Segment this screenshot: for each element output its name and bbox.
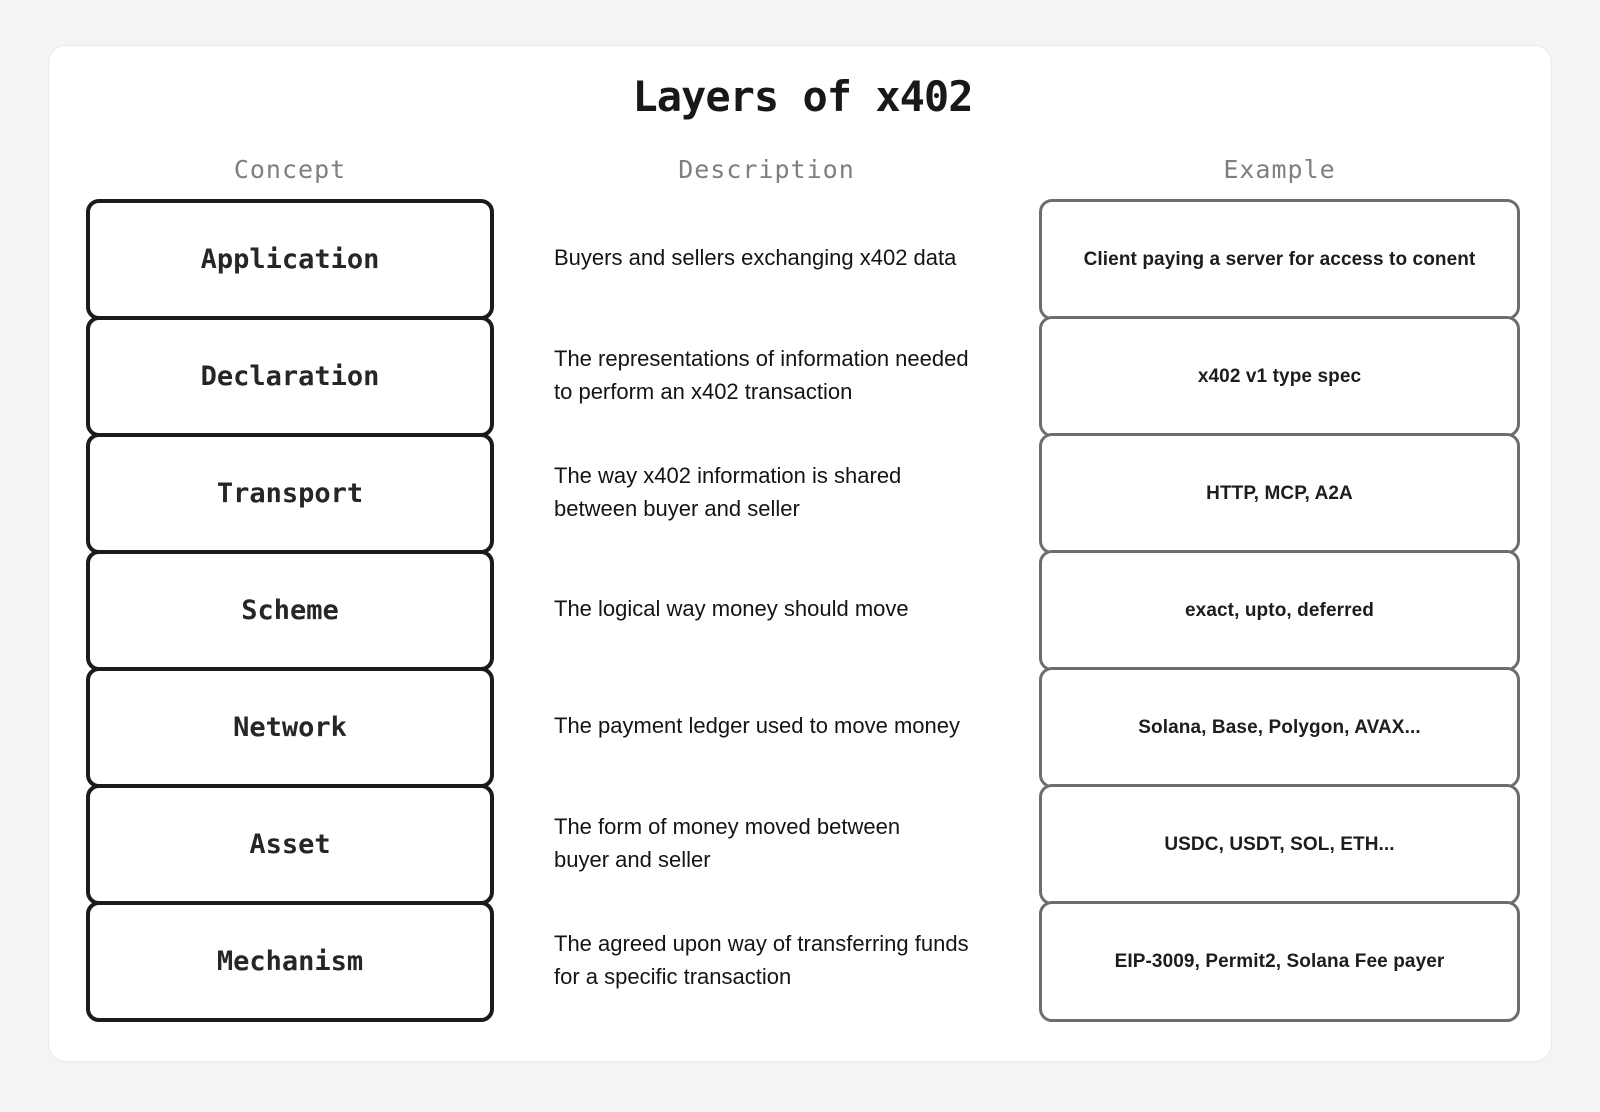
description-text: The representations of information neede… <box>554 345 969 404</box>
concept-label: Asset <box>249 829 331 860</box>
description-cell: The way x402 information is shared betwe… <box>494 433 1039 550</box>
concept-box-asset: Asset <box>86 784 494 905</box>
page-title: Layers of x402 <box>632 72 973 121</box>
concept-label: Declaration <box>200 361 380 392</box>
column-header-description: Description <box>678 155 855 184</box>
description-text: The form of money moved between buyer an… <box>554 813 901 872</box>
concept-label: Mechanism <box>216 946 364 977</box>
example-text: Solana, Base, Polygon, AVAX... <box>1138 716 1421 738</box>
description-cell: The form of money moved between buyer an… <box>494 784 1039 901</box>
example-box: Solana, Base, Polygon, AVAX... <box>1039 667 1520 788</box>
description-text: The way x402 information is shared betwe… <box>554 462 902 521</box>
example-box: x402 v1 type spec <box>1039 316 1520 437</box>
concept-label: Transport <box>216 478 364 509</box>
concept-label: Network <box>233 712 347 743</box>
description-cell: The payment ledger used to move money <box>494 667 1039 784</box>
column-header-concept: Concept <box>233 155 347 184</box>
concept-box-declaration: Declaration <box>86 316 494 437</box>
concept-box-transport: Transport <box>86 433 494 554</box>
example-text: exact, upto, deferred <box>1185 599 1374 621</box>
description-cell: The logical way money should move <box>494 550 1039 667</box>
concept-box-network: Network <box>86 667 494 788</box>
example-text: x402 v1 type spec <box>1197 365 1362 387</box>
description-text: The logical way money should move <box>554 596 909 621</box>
concept-box-mechanism: Mechanism <box>86 901 494 1022</box>
column-header-example: Example <box>1223 155 1336 184</box>
concept-box-application: Application <box>86 199 494 320</box>
description-text: The payment ledger used to move money <box>554 713 961 738</box>
diagram-table: Application Declaration Transport Scheme… <box>86 199 1520 1022</box>
description-column: Buyers and sellers exchanging x402 data … <box>494 199 1039 1018</box>
description-cell: The agreed upon way of transferring fund… <box>494 901 1039 1018</box>
column-headers: Concept Description Example <box>86 155 1519 184</box>
example-column: Client paying a server for access to con… <box>1039 199 1520 1022</box>
example-text: Client paying a server for access to con… <box>1083 248 1476 270</box>
example-box: exact, upto, deferred <box>1039 550 1520 671</box>
description-cell: Buyers and sellers exchanging x402 data <box>494 199 1039 316</box>
example-text: USDC, USDT, SOL, ETH... <box>1164 833 1395 855</box>
example-text: EIP-3009, Permit2, Solana Fee payer <box>1114 950 1445 972</box>
description-cell: The representations of information neede… <box>494 316 1039 433</box>
concept-label: Application <box>200 244 380 275</box>
concept-label: Scheme <box>241 595 339 626</box>
diagram-card: Layers of x402 Concept Description Examp… <box>48 45 1552 1062</box>
example-box: EIP-3009, Permit2, Solana Fee payer <box>1039 901 1520 1022</box>
description-text: Buyers and sellers exchanging x402 data <box>554 245 957 270</box>
description-text: The agreed upon way of transferring fund… <box>554 930 969 989</box>
example-text: HTTP, MCP, A2A <box>1206 482 1353 504</box>
example-box: USDC, USDT, SOL, ETH... <box>1039 784 1520 905</box>
concept-box-scheme: Scheme <box>86 550 494 671</box>
concept-column: Application Declaration Transport Scheme… <box>86 199 494 1022</box>
example-box: HTTP, MCP, A2A <box>1039 433 1520 554</box>
example-box: Client paying a server for access to con… <box>1039 199 1520 320</box>
